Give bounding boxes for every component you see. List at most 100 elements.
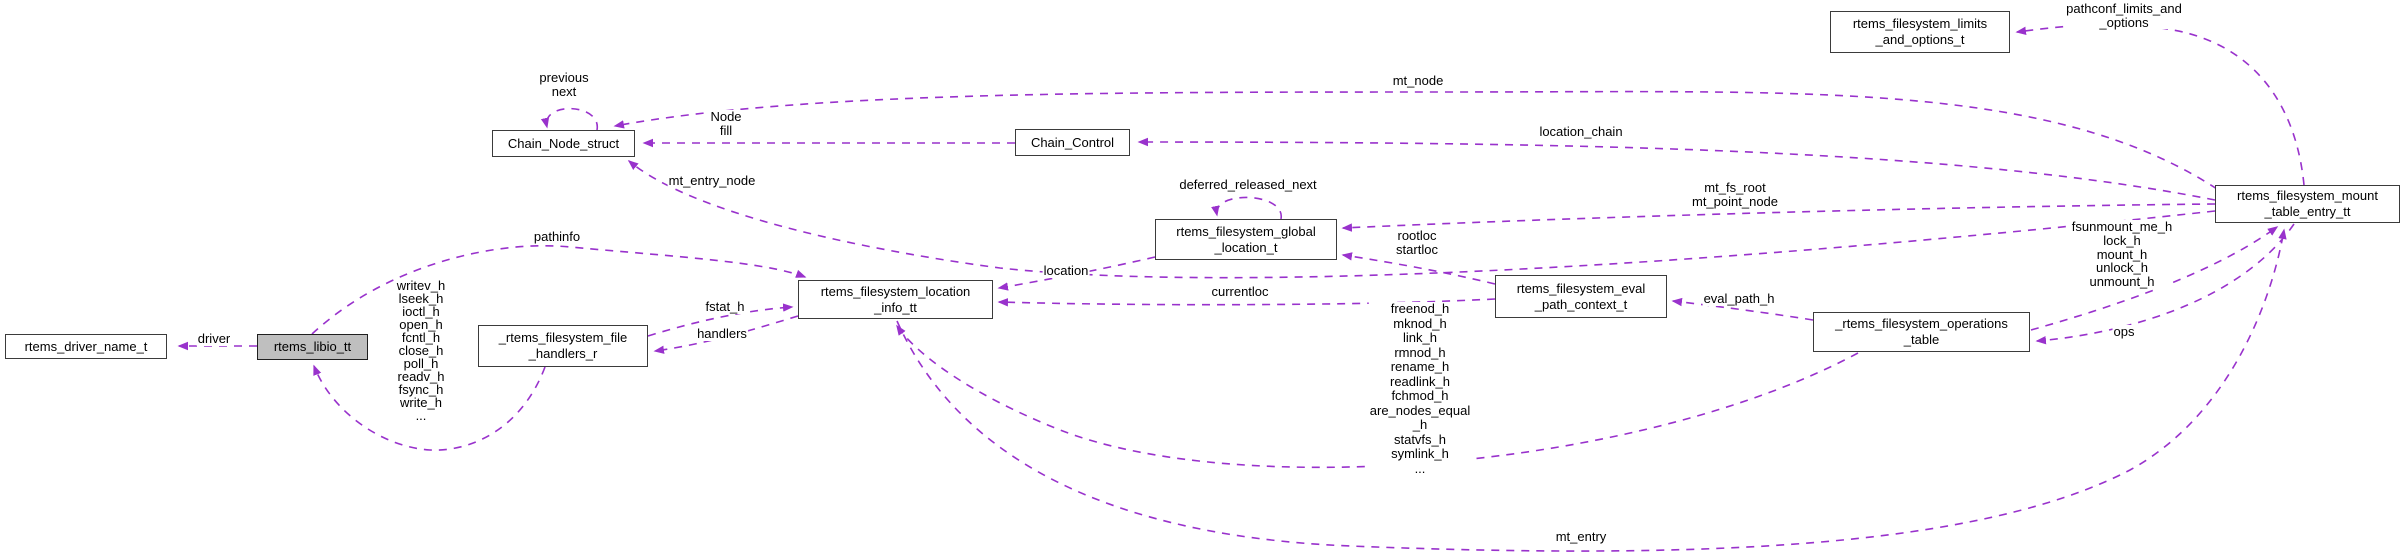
edge-rootloc-startloc — [1341, 252, 1496, 285]
edge-label-line: location_chain — [1539, 124, 1623, 139]
node-label: rtems_filesystem_global — [1176, 223, 1316, 239]
node-label: _table_entry_tt — [2264, 204, 2351, 219]
node-file-handlers-r[interactable]: _rtems_filesystem_file_handlers_r — [478, 325, 648, 367]
edge-operations-members — [896, 324, 1859, 469]
node-label: _location_t — [1214, 239, 1278, 255]
edge-label-line: pathconf_limits_and — [2066, 1, 2182, 16]
node-label: rtems_filesystem_mount — [2237, 188, 2378, 203]
edge-label-currentloc: currentloc — [1210, 284, 1270, 299]
edge-global-location-self — [1211, 196, 1282, 220]
node-eval-path-context-t[interactable]: rtems_filesystem_eval_path_context_t — [1495, 275, 1667, 318]
edge-label-line: fcntl_h — [401, 330, 441, 345]
node-label: _handlers_r — [528, 346, 598, 361]
edge-label-line: freenod_h — [1390, 301, 1450, 316]
edge-mt-fs-root — [1341, 203, 2216, 232]
edge-label-line: rename_h — [1390, 359, 1450, 374]
edge-location-chain — [1137, 137, 2216, 201]
edge-label-line: lseek_h — [398, 291, 444, 306]
edge-label-line: ioctl_h — [402, 304, 440, 319]
edge-label-line: fchmod_h — [1391, 388, 1449, 403]
edge-label-pathconf-limits: pathconf_limits_and_options — [2065, 2, 2183, 29]
edge-label-line: handlers — [697, 326, 747, 341]
node-label: _rtems_filesystem_file — [498, 330, 628, 345]
node-label: Chain_Node_struct — [507, 135, 620, 151]
node-label: rtems_filesystem_eval — [1516, 280, 1646, 296]
node-rtems-libio-tt: rtems_libio_tt — [257, 334, 368, 360]
edge-label-ops: ops — [2112, 325, 2136, 339]
edge-label-line: next — [551, 83, 577, 99]
edge-label-line: unmount_h — [2089, 274, 2155, 290]
node-label: rtems_filesystem_location — [820, 283, 971, 299]
edge-label-pathinfo: pathinfo — [532, 229, 582, 244]
edge-chain-node-self — [540, 107, 598, 131]
edge-label-line: fsync_h — [398, 382, 444, 397]
edge-label-driver: driver — [196, 331, 232, 346]
edge-pathinfo — [311, 244, 807, 335]
edge-label-line: readv_h — [397, 369, 445, 384]
edge-fstat-h — [647, 303, 794, 337]
node-rtems-driver-name-t[interactable]: rtems_driver_name_t — [5, 334, 167, 359]
edge-label-line: _h — [1412, 417, 1428, 432]
edge-label-line: poll_h — [403, 356, 439, 371]
edge-label-line: ... — [415, 408, 427, 423]
node-label: rtems_driver_name_t — [24, 338, 148, 354]
edge-pathconf-limits — [2015, 23, 2305, 186]
edge-label-line: currentloc — [1211, 284, 1269, 299]
edge-label-mt-entry: mt_entry — [1554, 529, 1608, 544]
node-label: _info_tt — [874, 299, 917, 315]
edge-label-line: lock_h — [2103, 232, 2141, 248]
node-label: rtems_libio_tt — [273, 339, 352, 354]
edge-label-line: readlink_h — [1389, 373, 1450, 389]
edge-label-line: mt_entry — [1555, 529, 1607, 544]
edge-file-handler-members — [313, 364, 546, 451]
edge-label-fstat-h: fstat_h — [704, 299, 746, 314]
edge-label-line: startloc — [1396, 241, 1438, 257]
node-label: _rtems_filesystem_operations — [1835, 316, 2008, 331]
edge-label-line: fstat_h — [705, 299, 745, 314]
edge-label-mt-entry-node: mt_entry_node — [667, 173, 757, 188]
edge-label-line: writev_h — [396, 278, 446, 293]
edge-label-line: pathinfo — [533, 229, 581, 244]
edge-label-line: rootloc — [1397, 228, 1437, 243]
edge-label-line: mt_fs_root — [1704, 180, 1766, 195]
edge-label-line: Node — [710, 109, 742, 124]
edge-label-line: open_h — [399, 317, 443, 332]
node-label: _table — [1903, 332, 1940, 347]
node-mount-table-entry-tt[interactable]: rtems_filesystem_mount_table_entry_tt — [2215, 185, 2400, 223]
node-label: _and_options_t — [1875, 32, 1965, 47]
edge-label-line: fsunmount_me_h — [2071, 219, 2173, 234]
node-operations-table[interactable]: _rtems_filesystem_operations_table — [1813, 312, 2030, 352]
edge-label-line: close_h — [398, 343, 444, 358]
edge-ops — [2035, 223, 2295, 345]
edge-currentloc — [997, 298, 1496, 307]
node-location-info-tt[interactable]: rtems_filesystem_location_info_tt — [798, 280, 993, 319]
node-label: rtems_filesystem_limits — [1852, 16, 1988, 31]
edge-label-line: mt_point_node — [1691, 193, 1779, 209]
edge-label-line: are_nodes_equal — [1369, 402, 1471, 418]
edge-label-line: fill — [719, 122, 733, 138]
edge-label-line: driver — [197, 331, 231, 346]
edge-label-location: location — [1042, 264, 1090, 278]
edge-label-line: link_h — [1403, 330, 1437, 345]
node-chain-node-struct[interactable]: Chain_Node_struct — [492, 130, 635, 157]
node-limits-and-options-t[interactable]: rtems_filesystem_limits_and_options_t — [1830, 11, 2010, 53]
edge-label-line: statvfs_h — [1393, 431, 1447, 447]
edge-label-location-chain: location_chain — [1538, 124, 1624, 139]
edge-handlers — [653, 315, 799, 354]
node-label: Chain_Control — [1030, 134, 1115, 150]
node-global-location-t[interactable]: rtems_filesystem_global_location_t — [1155, 219, 1337, 260]
node-chain-control[interactable]: Chain_Control — [1015, 129, 1130, 156]
edge-label-line: symlink_h — [1391, 446, 1449, 461]
edge-label-line: mount_h — [2096, 246, 2148, 262]
edge-mt-node — [613, 90, 2218, 190]
edge-label-line: mt_entry_node — [668, 173, 756, 188]
edge-label-line: deferred_released_next — [1179, 177, 1317, 192]
edge-label-handlers: handlers — [696, 327, 748, 341]
